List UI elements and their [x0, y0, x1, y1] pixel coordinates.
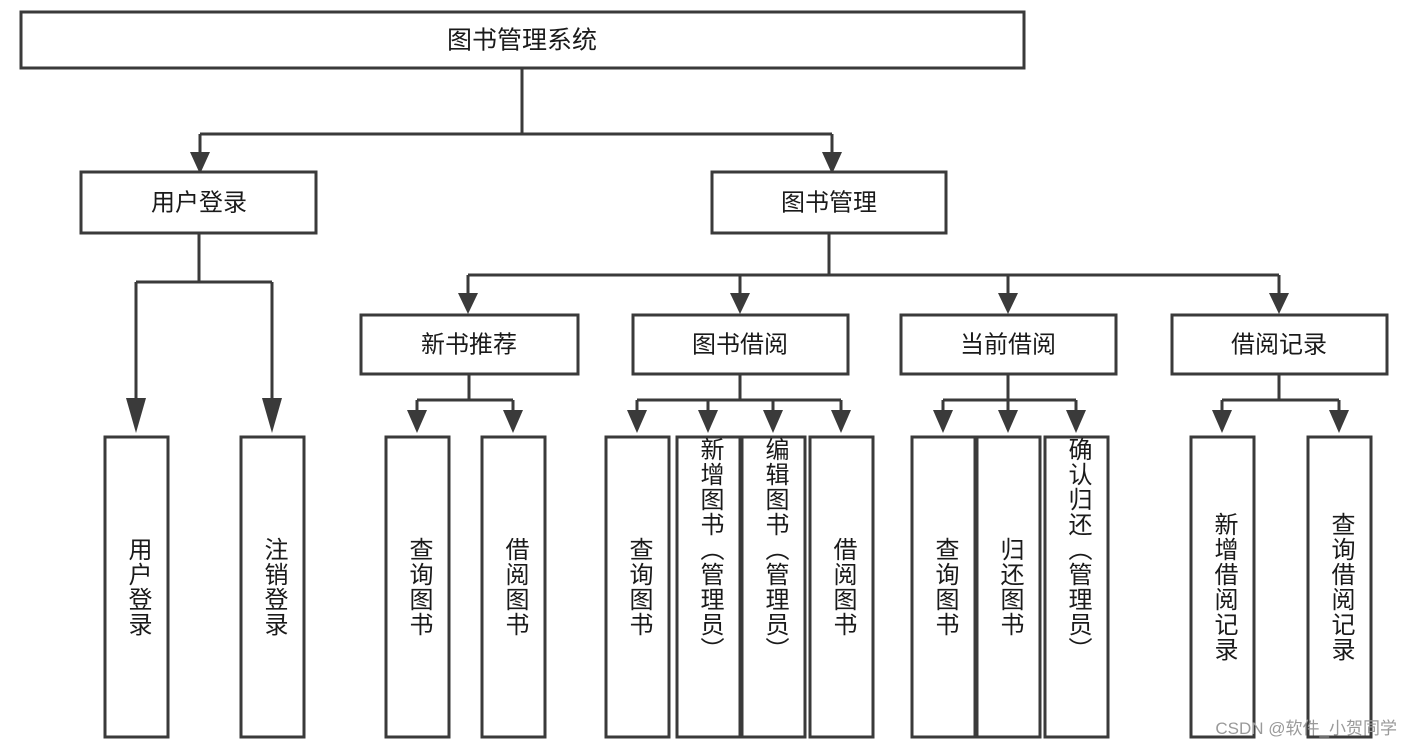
node-label-borrow-record: 借阅记录	[1231, 331, 1327, 358]
arrow-leaf-query-borrow-record	[1329, 410, 1349, 433]
arrow-leaf-query-book-3	[933, 410, 953, 433]
arrow-leaf-borrow-book-2	[831, 410, 851, 433]
node-box-book-management[interactable]	[710, 170, 948, 235]
connector-recommend-to-leaves	[415, 374, 515, 412]
arrow-to-borrow-record	[1269, 293, 1289, 314]
arrow-leaf-return-book	[998, 410, 1018, 433]
arrow-leaf-logout-login	[262, 398, 282, 433]
arrow-to-current-borrow	[998, 293, 1018, 314]
watermark-text: CSDN @软件_小贺同学	[1215, 719, 1397, 738]
node-label-book-management: 图书管理	[781, 189, 877, 216]
node-label-new-book-recommend: 新书推荐	[421, 331, 517, 358]
node-label-user-login: 用户登录	[151, 189, 247, 216]
node-box-leaf-confirm-return-admin[interactable]	[1043, 435, 1110, 739]
node-label-book-borrow: 图书借阅	[692, 331, 788, 358]
arrow-leaf-query-book-1	[407, 410, 427, 433]
arrow-to-new-book-recommend	[458, 293, 478, 314]
node-box-user-login[interactable]	[79, 170, 318, 235]
arrow-leaf-add-borrow-record	[1212, 410, 1232, 433]
node-box-leaf-return-book[interactable]	[975, 435, 1042, 739]
arrow-leaf-confirm-return	[1066, 410, 1086, 433]
connector-current-to-leaves	[941, 374, 1078, 412]
node-box-leaf-edit-book-admin[interactable]	[740, 435, 807, 739]
node-box-leaf-query-borrow-record[interactable]	[1306, 435, 1373, 739]
node-label-book-management-system: 图书管理系统	[447, 27, 597, 55]
arrow-leaf-query-book-2	[627, 410, 647, 433]
node-box-leaf-add-book-admin[interactable]	[675, 435, 742, 739]
node-box-leaf-add-borrow-record[interactable]	[1189, 435, 1256, 739]
node-box-new-book-recommend[interactable]	[359, 313, 580, 376]
node-box-book-borrow[interactable]	[631, 313, 850, 376]
node-box-leaf-query-book-3[interactable]	[910, 435, 977, 739]
node-layer: 图书管理系统 用户登录 图书管理 新书推荐 图书借阅 当前借阅 借阅记录	[19, 10, 1389, 739]
node-box-leaf-query-book-1[interactable]	[384, 435, 451, 739]
node-box-leaf-user-login[interactable]	[103, 435, 170, 739]
connector-layer	[126, 68, 1349, 433]
connector-record-to-leaves	[1220, 374, 1341, 412]
connector-borrow-to-leaves	[635, 374, 843, 412]
node-box-book-management-system[interactable]	[19, 10, 1026, 70]
node-box-leaf-borrow-book-2[interactable]	[808, 435, 875, 739]
node-box-current-borrow[interactable]	[899, 313, 1118, 376]
arrow-leaf-add-book-admin	[698, 410, 718, 433]
connector-root-to-level2	[198, 68, 834, 155]
arrow-leaf-borrow-book-1	[503, 410, 523, 433]
connector-userlogin-to-leaves	[134, 233, 274, 400]
arrow-to-book-management	[822, 152, 842, 174]
node-box-borrow-record[interactable]	[1170, 313, 1389, 376]
node-box-leaf-query-book-2[interactable]	[604, 435, 671, 739]
connector-bookmgmt-to-level3	[466, 233, 1281, 295]
node-box-leaf-borrow-book-1[interactable]	[480, 435, 547, 739]
node-label-current-borrow: 当前借阅	[960, 331, 1056, 358]
arrow-leaf-edit-book-admin	[763, 410, 783, 433]
arrow-to-book-borrow	[730, 293, 750, 314]
arrow-leaf-user-login	[126, 398, 146, 433]
node-box-leaf-logout-login[interactable]	[239, 435, 306, 739]
arrow-to-user-login	[190, 152, 210, 174]
